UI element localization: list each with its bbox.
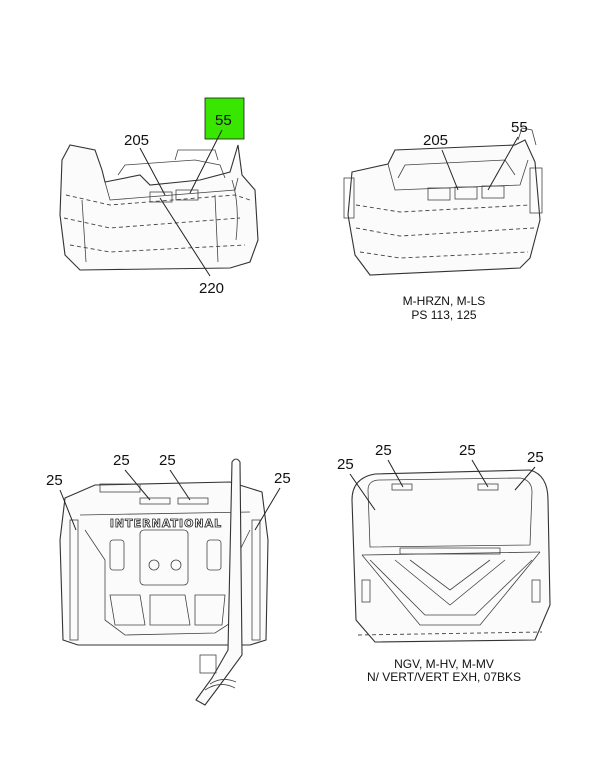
view-bottom-left: INTERNATIONAL 25 25 25 25 — [46, 452, 291, 706]
leader-205 — [441, 149, 459, 191]
caption-line-1: NGV, M-HV, M-MV — [394, 657, 494, 671]
callout-25-mid-1: 25 — [375, 442, 392, 459]
international-logo: INTERNATIONAL — [110, 517, 222, 530]
leader-25-left — [59, 489, 77, 531]
cab-drawing-top-right — [343, 127, 543, 276]
leader-55 — [487, 136, 519, 191]
callout-55: 55 — [215, 112, 232, 129]
callout-55: 55 — [511, 119, 528, 136]
leader-25-left — [349, 473, 376, 511]
cab-rear-drawing-bottom-right — [351, 469, 551, 643]
leader-25-mid-2 — [471, 459, 489, 488]
callout-25-top-1: 25 — [113, 452, 130, 469]
callout-205: 205 — [124, 132, 149, 149]
leader-25-right — [254, 487, 281, 531]
callout-25-left: 25 — [46, 472, 63, 489]
view-top-left: 205 55 220 — [59, 97, 259, 297]
callout-25-mid-2: 25 — [459, 442, 476, 459]
cab-drawing-top-left — [59, 144, 259, 271]
leader-25-top-2 — [169, 469, 191, 501]
caption-line-1: M-HRZN, M-LS — [403, 294, 486, 308]
view-top-right: 205 55 M-HRZN, M-LS PS 113, 125 — [343, 119, 543, 322]
caption-line-2: N/ VERT/VERT EXH, 07BKS — [367, 670, 521, 684]
callout-25-left: 25 — [337, 456, 354, 473]
view-bottom-right: 25 25 25 25 NGV, M-HV, M-MV N/ VERT/VERT… — [337, 442, 551, 684]
leader-205 — [139, 147, 166, 196]
callout-220: 220 — [199, 280, 224, 297]
leader-220 — [159, 197, 211, 277]
leader-55 — [189, 129, 223, 194]
callout-25-right: 25 — [527, 449, 544, 466]
caption-line-2: PS 113, 125 — [411, 308, 476, 322]
leader-25-mid-1 — [387, 459, 404, 488]
highlight-box-55[interactable] — [204, 97, 245, 140]
leader-25-right — [514, 466, 536, 491]
callout-205: 205 — [423, 132, 448, 149]
cab-rear-drawing-bottom-left — [59, 458, 269, 706]
callout-25-right: 25 — [274, 470, 291, 487]
leader-25-top-1 — [124, 469, 151, 501]
callout-25-top-2: 25 — [159, 452, 176, 469]
